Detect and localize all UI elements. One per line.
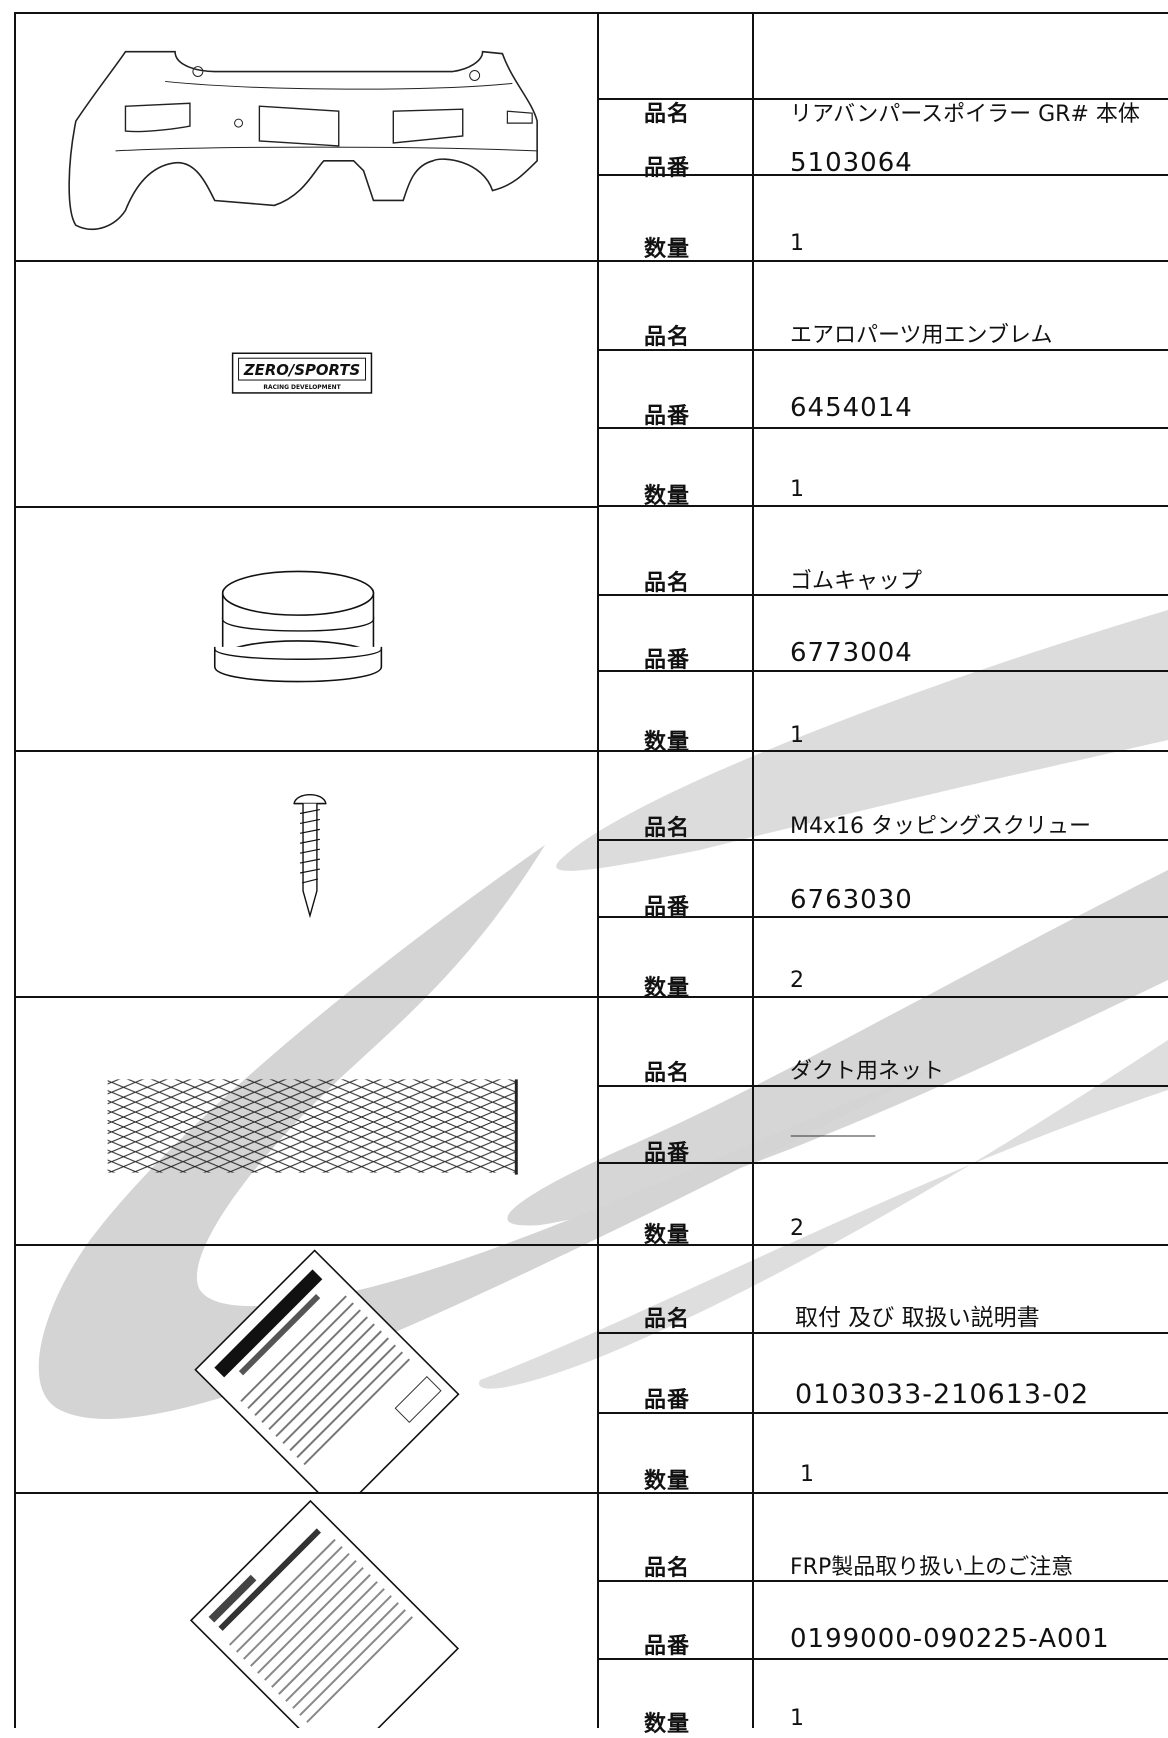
item-name-value: M4x16 タッピングスクリュー: [790, 814, 1091, 839]
part-row-4: 品名 M4x16 タッピングスクリュー 品番 6763030 数量 2: [14, 752, 1168, 1001]
name-label: 品名: [644, 1556, 691, 1581]
name-label: 品名: [644, 816, 691, 841]
item-name-value: FRP製品取り扱い上のご注意: [790, 1555, 1074, 1580]
item-qty-value: 2: [790, 968, 804, 993]
item-number-value: 0103033-210613-02: [795, 1379, 1090, 1410]
item-number-value: 6773004: [790, 638, 913, 668]
qty-label: 数量: [644, 1469, 691, 1494]
part-row-3: 品名 ゴムキャップ 品番 6773004 数量 1: [14, 508, 1168, 755]
name-label: 品名: [644, 571, 691, 596]
number-label: 品番: [644, 648, 691, 673]
emblem-image: ZERO/SPORTS RACING DEVELOPMENT: [14, 262, 599, 508]
number-label: 品番: [644, 895, 691, 920]
qty-label: 数量: [644, 1223, 691, 1248]
item-name-value: ゴムキャップ: [790, 569, 923, 594]
frp-caution-sheet-image: [14, 1494, 599, 1728]
number-label: 品番: [644, 1388, 691, 1413]
qty-label: 数量: [644, 1712, 691, 1737]
part-row-1: 品名 リアバンパースポイラー GR# 本体 品番 5103064 数量 1: [14, 12, 1168, 262]
part-row-5: 品名 ダクト用ネット 品番 ——————— 数量 2: [14, 998, 1168, 1248]
rubber-cap-image: [14, 508, 599, 752]
item-qty-value: 2: [790, 1216, 804, 1241]
item-qty-value: 1: [790, 477, 804, 502]
rear-bumper-spoiler-image: [14, 12, 599, 262]
item-name-value: エアロパーツ用エンブレム: [790, 323, 1053, 348]
item-number-value: 6454014: [790, 393, 913, 423]
number-label: 品番: [644, 1141, 691, 1166]
item-number-value: 0199000-090225-A001: [790, 1624, 1110, 1654]
item-qty-value: 1: [790, 231, 804, 256]
part-row-6: 品名 取付 及び 取扱い説明書 品番 0103033-210613-02 数量 …: [14, 1246, 1168, 1494]
item-number-value: 6763030: [790, 885, 913, 915]
emblem-logo-subtext: RACING DEVELOPMENT: [263, 384, 341, 391]
name-label: 品名: [644, 325, 691, 350]
name-label: 品名: [644, 1061, 691, 1086]
item-qty-value: 1: [790, 723, 804, 748]
duct-net-image: [14, 998, 599, 1246]
item-name-value: ダクト用ネット: [790, 1059, 945, 1084]
qty-label: 数量: [644, 237, 691, 262]
number-label: 品番: [644, 1634, 691, 1659]
item-name-value: 取付 及び 取扱い説明書: [795, 1305, 1040, 1331]
name-label: 品名: [644, 1307, 691, 1332]
name-label: 品名: [644, 102, 691, 127]
emblem-logo-text: ZERO/SPORTS: [243, 361, 360, 379]
number-label: 品番: [644, 404, 691, 429]
instruction-manual-image: [14, 1246, 599, 1494]
item-qty-value: 1: [790, 1706, 804, 1731]
item-name-value: リアバンパースポイラー GR# 本体: [790, 102, 1140, 127]
qty-label: 数量: [644, 484, 691, 509]
number-label: 品番: [644, 156, 691, 181]
item-number-value: 5103064: [790, 148, 913, 178]
part-row-2: ZERO/SPORTS RACING DEVELOPMENT 品名 エアロパーツ…: [14, 262, 1168, 509]
item-number-value: ———————: [790, 1128, 876, 1144]
item-qty-value: 1: [800, 1462, 814, 1487]
tapping-screw-image: [14, 752, 599, 998]
part-row-7: 品名 FRP製品取り扱い上のご注意 品番 0199000-090225-A001…: [14, 1494, 1168, 1737]
